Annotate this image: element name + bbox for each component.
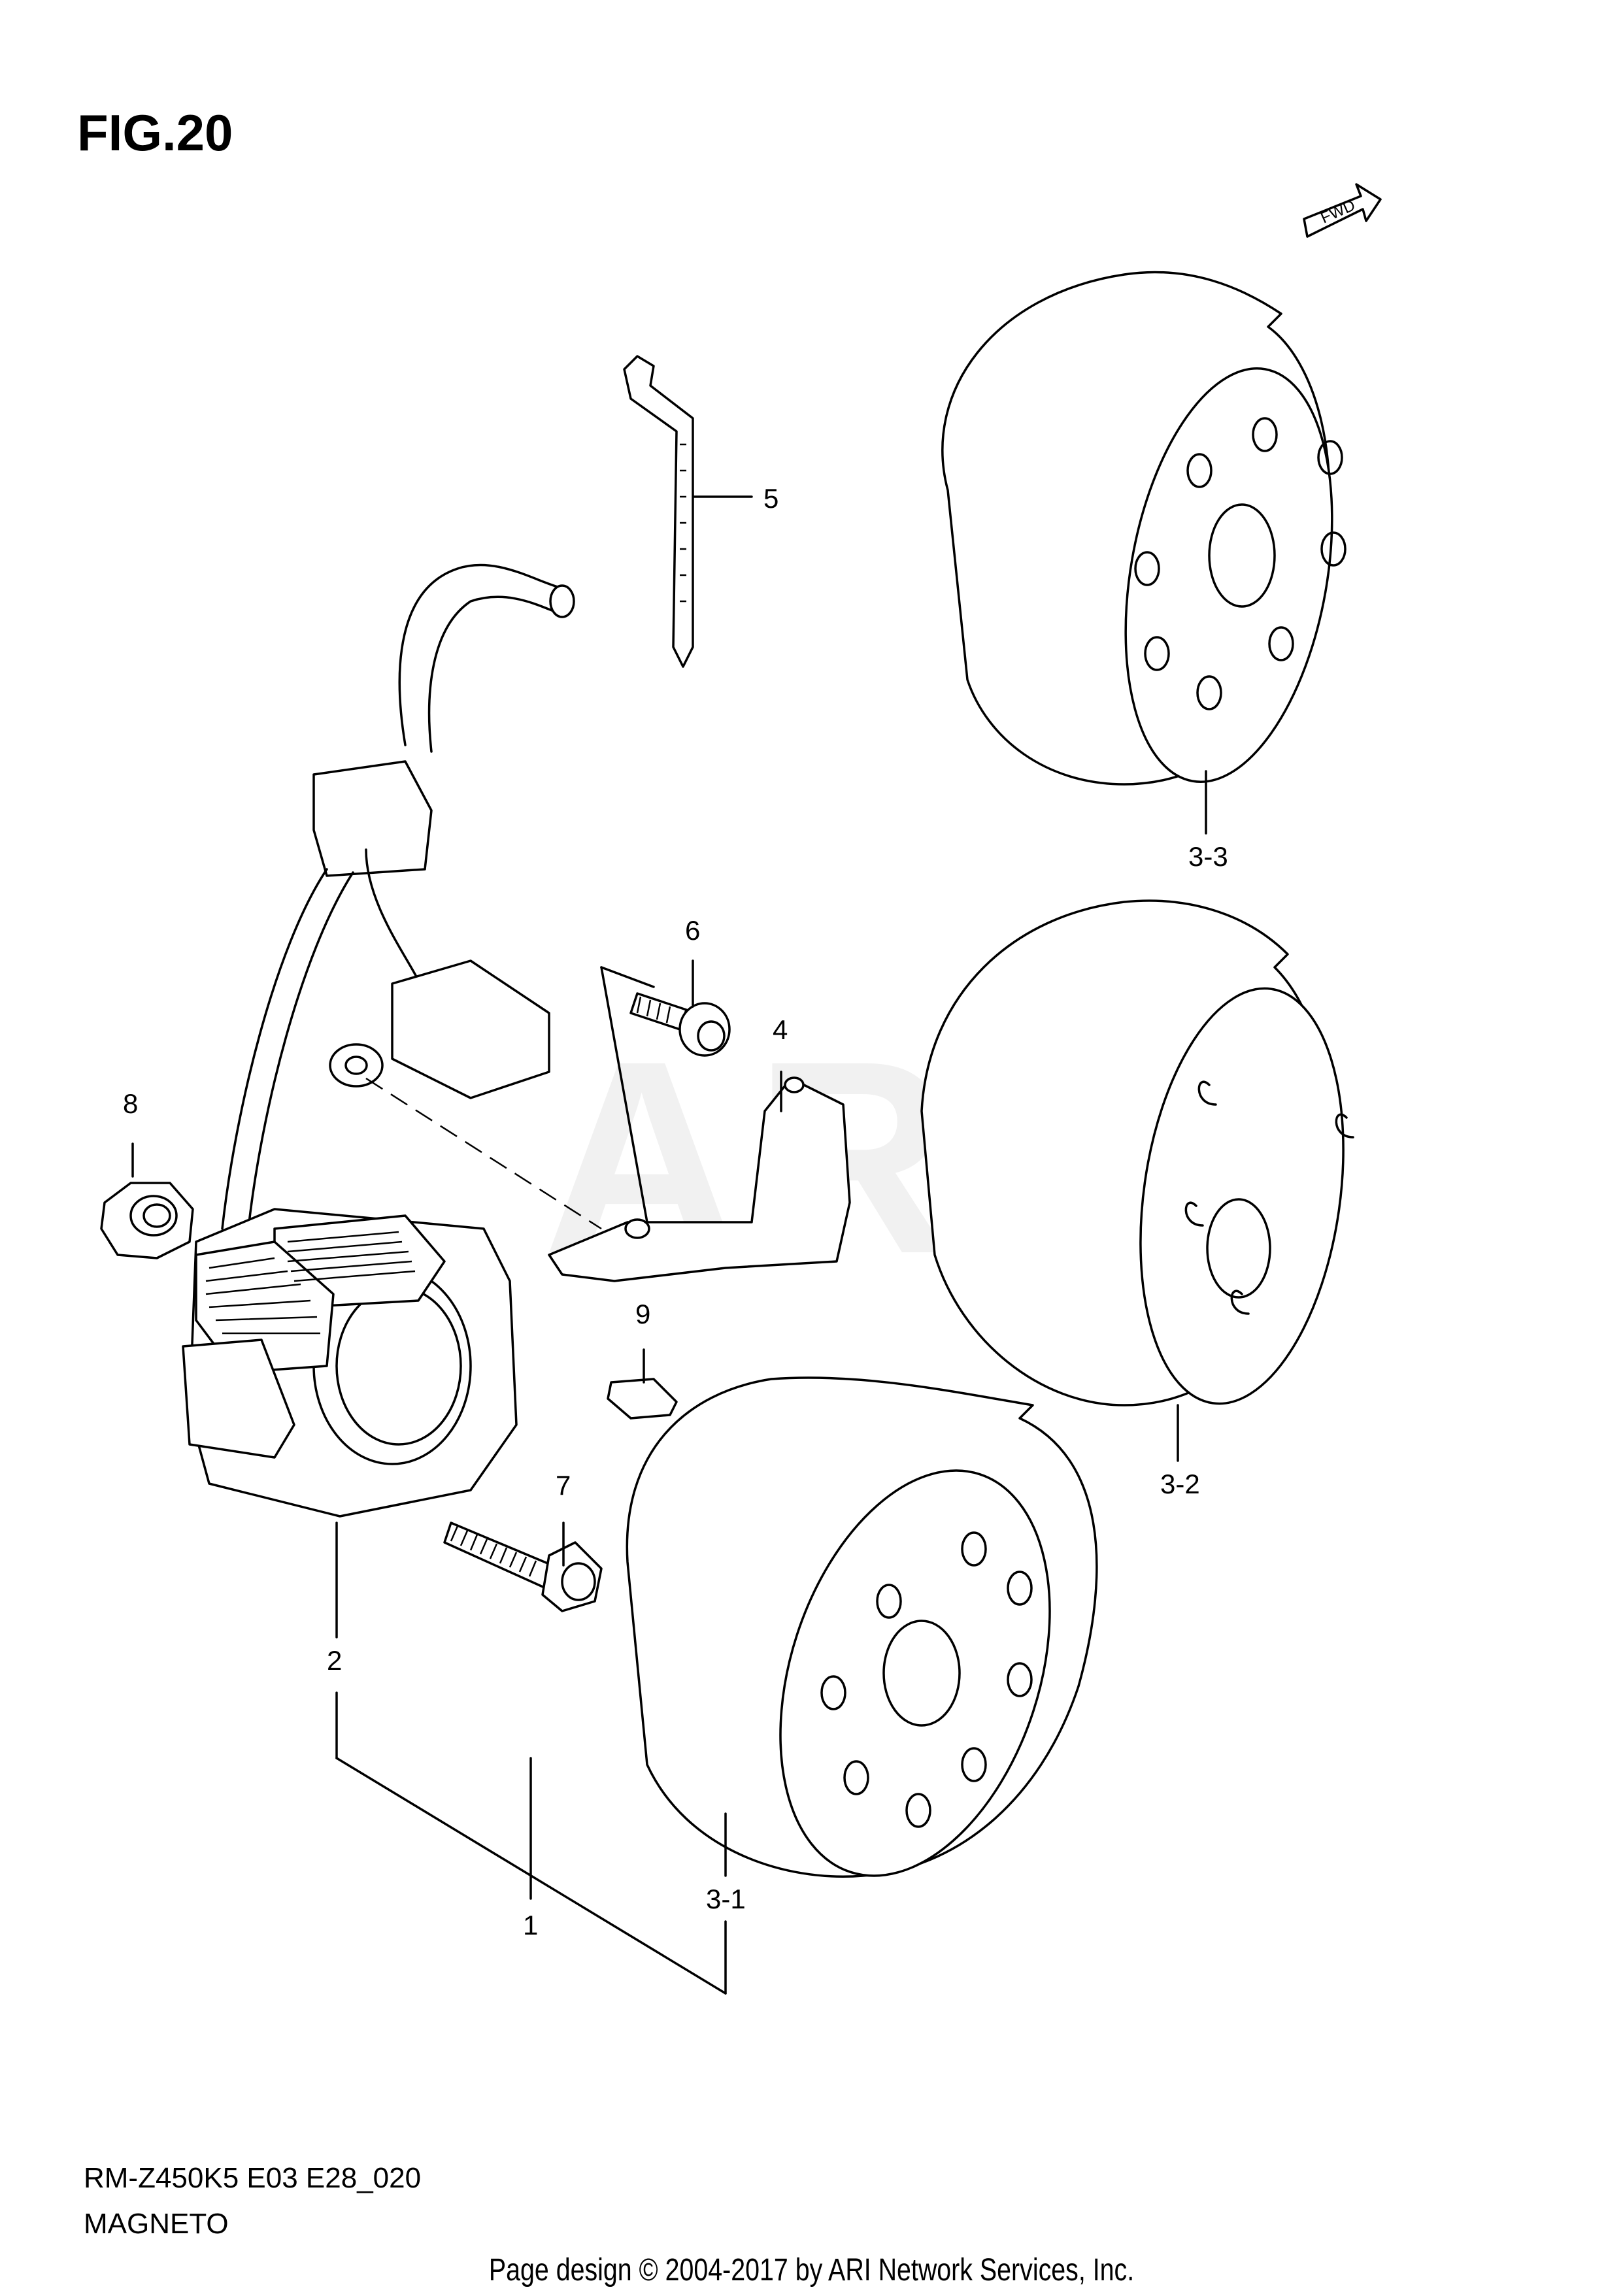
key-9 <box>607 1378 678 1420</box>
leader-lines <box>131 495 1207 1995</box>
section-name: MAGNETO <box>84 2208 229 2240</box>
callout-2: 2 <box>327 1645 343 1676</box>
copyright-notice: Page design © 2004-2017 by ARI Network S… <box>488 2253 1135 2288</box>
screw-6 <box>629 992 731 1057</box>
callout-5: 5 <box>763 483 779 514</box>
rotor-3-1 <box>626 1376 1098 1878</box>
callout-8: 8 <box>123 1088 139 1119</box>
callout-3-1: 3-1 <box>706 1884 746 1914</box>
rotor-3-3 <box>941 271 1347 786</box>
callout-3-2: 3-2 <box>1160 1469 1200 1499</box>
nut-8 <box>100 1182 194 1259</box>
rotor-3-2 <box>920 899 1354 1406</box>
callout-1: 1 <box>523 1910 539 1940</box>
callout-3-3: 3-3 <box>1188 841 1228 872</box>
fwd-arrow-icon: FWD <box>1303 183 1382 238</box>
bracket <box>548 966 851 1282</box>
callout-6: 6 <box>685 915 701 946</box>
cable-tie <box>623 355 694 668</box>
screw-7 <box>443 1522 603 1612</box>
model-code: RM-Z450K5 E03 E28_020 <box>84 2162 422 2194</box>
callout-7: 7 <box>556 1470 571 1501</box>
figure-title: FIG.20 <box>77 104 233 161</box>
callout-4: 4 <box>773 1014 788 1045</box>
stator-coil <box>182 563 602 1518</box>
callout-9: 9 <box>635 1299 651 1329</box>
